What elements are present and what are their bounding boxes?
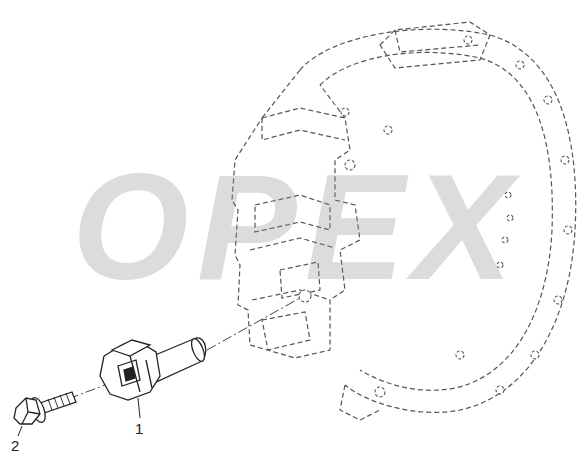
leader-line	[18, 398, 140, 436]
callout-number: 1	[135, 421, 143, 436]
bolt	[14, 392, 76, 424]
speed-sensor	[100, 337, 207, 400]
assembly-line	[52, 298, 300, 405]
watermark: OPEX	[72, 152, 521, 302]
callout-number: 2	[11, 438, 19, 453]
